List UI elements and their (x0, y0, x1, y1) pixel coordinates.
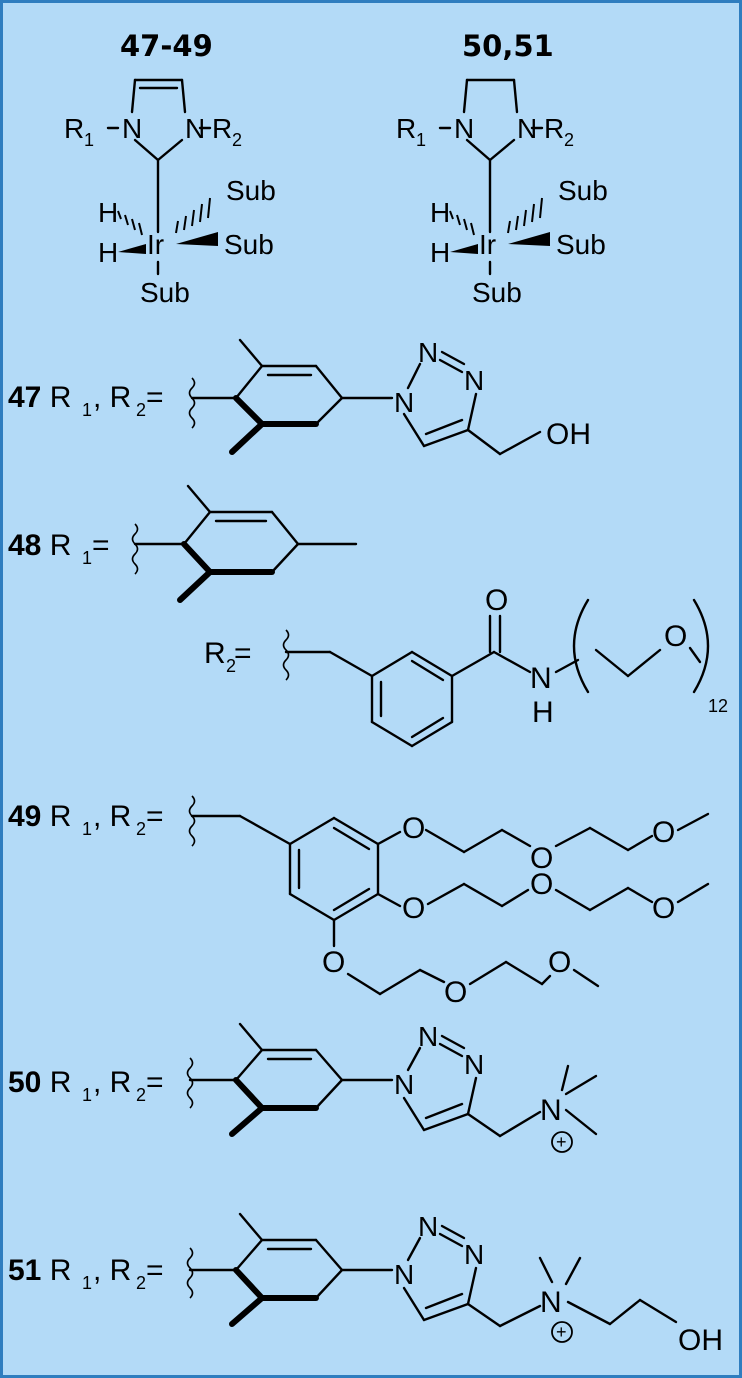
carbonyl-oxygen: O (485, 584, 508, 617)
svg-text:, R: , R (93, 1066, 131, 1099)
atom-n: N (418, 1211, 438, 1242)
entry-number: 48 (8, 529, 41, 562)
r1-label: R (396, 113, 416, 144)
complex-saturated: N N R 1 R 2 Ir H H Sub Sub Sub (396, 78, 608, 308)
svg-text:1: 1 (82, 400, 92, 420)
repeat-count: 12 (708, 696, 728, 716)
atom-n: N (394, 387, 414, 418)
atom-n: N (454, 113, 474, 144)
entry-50: 50 R 1 , R 2 = N N N N + (8, 1021, 598, 1153)
svg-text:1: 1 (82, 819, 92, 839)
hydride-label: H (430, 197, 450, 228)
ether-oxygen: O (664, 620, 687, 653)
svg-text:=: = (146, 800, 164, 833)
entry-47: 47 R 1 , R 2 = N N N OH (8, 337, 591, 456)
ammonium-nitrogen: N (540, 1094, 562, 1127)
svg-text:=: = (146, 1254, 164, 1287)
svg-text:50 R: 50 R (8, 1066, 71, 1099)
substrate-label: Sub (226, 175, 276, 206)
svg-text:1: 1 (82, 548, 92, 568)
svg-text:, R: , R (93, 800, 131, 833)
substrate-label: Sub (224, 229, 274, 260)
svg-text:47 R: 47 R (8, 381, 71, 414)
svg-text:, R: , R (93, 381, 131, 414)
substrate-label: Sub (556, 229, 606, 260)
entry-number: 47 (8, 381, 41, 414)
svg-text:2: 2 (136, 400, 146, 420)
ammonium-nitrogen: N (540, 1286, 562, 1319)
svg-text:51 R: 51 R (8, 1254, 71, 1287)
entry-51: 51 R 1 , R 2 = N N N N (8, 1211, 723, 1357)
substrate-label: Sub (558, 175, 608, 206)
left-header: 47-49 (120, 29, 213, 63)
atom-n: N (418, 337, 438, 368)
r2-label: R (212, 113, 232, 144)
ether-oxygen: O (402, 892, 425, 925)
complex-unsaturated: N N R 1 R 2 Ir H H Sub Sub Sub (64, 78, 276, 308)
svg-text:48 R: 48 R (8, 529, 71, 562)
positive-charge: + (556, 1322, 567, 1342)
svg-text:1: 1 (416, 130, 426, 150)
svg-text:1: 1 (82, 1085, 92, 1105)
svg-text:=: = (146, 381, 164, 414)
atom-n: N (185, 113, 205, 144)
substrate-label: Sub (472, 277, 522, 308)
ether-oxygen: O (530, 868, 553, 901)
atom-n: N (394, 1259, 414, 1290)
hydride-label: H (98, 197, 118, 228)
iridium-label: Ir (479, 229, 496, 260)
atom-n: N (122, 113, 142, 144)
r1-label: R (64, 113, 84, 144)
svg-text:2: 2 (136, 1085, 146, 1105)
atom-n: N (464, 365, 484, 396)
hydroxyl-label: OH (546, 418, 591, 451)
entry-number: 50 (8, 1066, 41, 1099)
amide-hydrogen: H (532, 696, 554, 729)
ether-oxygen: O (322, 946, 345, 979)
svg-text:49 R: 49 R (8, 800, 71, 833)
ether-oxygen: O (652, 892, 675, 925)
atom-n: N (418, 1021, 438, 1052)
entry-49: 49 R 1 , R 2 = O O O O O (8, 795, 710, 1009)
svg-text:2: 2 (564, 130, 574, 150)
iridium-label: Ir (147, 229, 164, 260)
atom-n: N (394, 1069, 414, 1100)
svg-text:2: 2 (136, 819, 146, 839)
positive-charge: + (556, 1132, 567, 1152)
entry-number: 51 (8, 1254, 41, 1287)
ether-oxygen: O (652, 816, 675, 849)
ether-oxygen: O (530, 842, 553, 875)
entry-number: 49 (8, 800, 41, 833)
r2-label: R (204, 637, 226, 670)
svg-text:2: 2 (232, 130, 242, 150)
atom-n: N (464, 1049, 484, 1080)
right-header: 50,51 (462, 29, 554, 63)
entry-48: 48 R 1 = R 2 = O (8, 484, 728, 748)
svg-text:1: 1 (82, 1273, 92, 1293)
atom-n: N (517, 113, 537, 144)
hydroxyl-label: OH (678, 1324, 723, 1357)
svg-text:=: = (234, 637, 252, 670)
hydride-label: H (98, 237, 118, 268)
substrate-label: Sub (140, 277, 190, 308)
svg-text:=: = (146, 1066, 164, 1099)
r2-label: R (544, 113, 564, 144)
ether-oxygen: O (444, 976, 467, 1009)
ether-oxygen: O (548, 946, 571, 979)
ether-oxygen: O (402, 812, 425, 845)
svg-text:1: 1 (84, 130, 94, 150)
svg-text:2: 2 (136, 1273, 146, 1293)
amide-nitrogen: N (530, 662, 552, 695)
hydride-label: H (430, 237, 450, 268)
svg-text:2: 2 (226, 656, 236, 676)
atom-n: N (464, 1239, 484, 1270)
svg-text:=: = (92, 529, 110, 562)
svg-text:, R: , R (93, 1254, 131, 1287)
